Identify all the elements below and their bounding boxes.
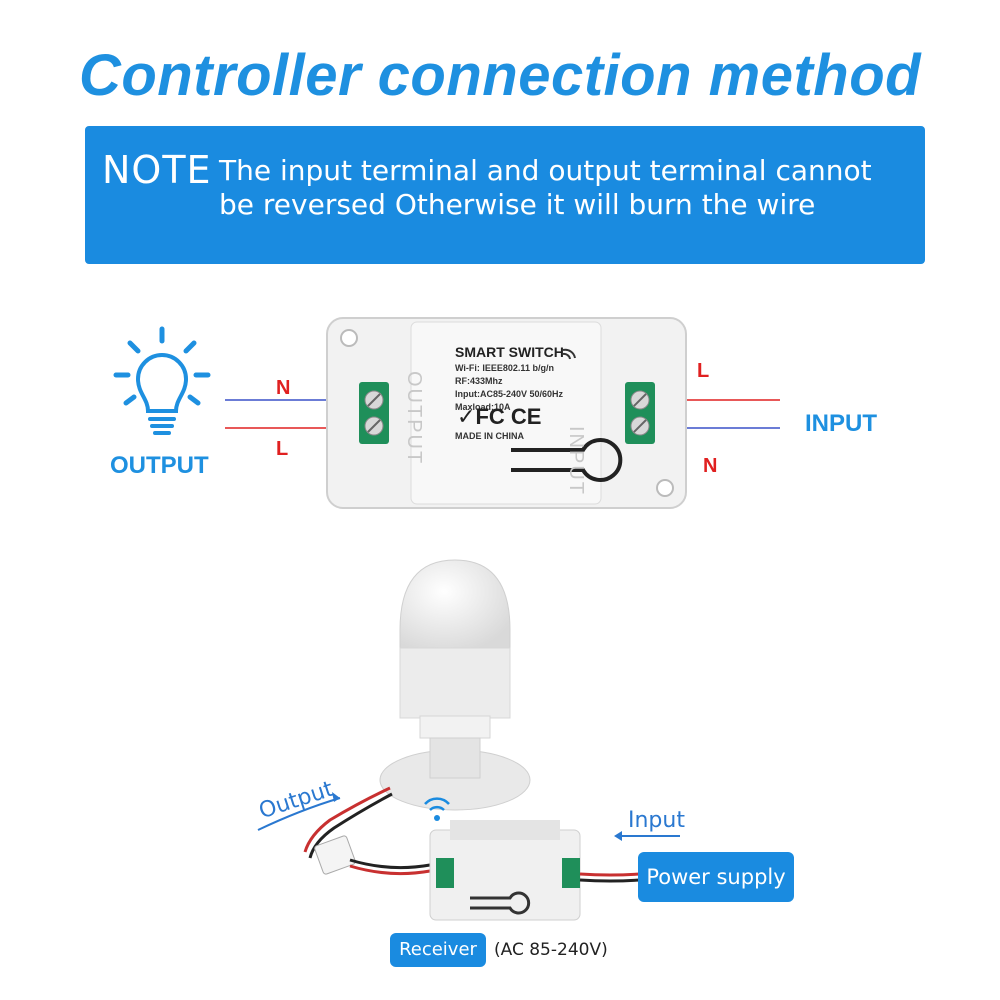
light-bulb-icon [113,326,211,435]
device-origin: MADE IN CHINA [455,431,524,441]
device-output-side-label: OUTPUT [403,371,425,466]
device-title: SMART SWITCH [455,344,564,360]
left-bottom-wire-label: L [276,438,289,460]
left-top-wire-label: N [276,377,291,399]
output-label: OUTPUT [110,452,209,479]
note-text: The input terminal and output terminal c… [219,154,872,221]
wireless-signal-icon [424,797,450,821]
input-label: INPUT [805,410,877,437]
photo-input-label: Input [628,808,685,833]
right-top-wire-label: L [697,360,710,382]
certification-marks: ✓FC CE [457,404,542,429]
power-supply-badge: Power supply [638,852,794,902]
device-spec-maxload: Maxload:10A [455,402,511,412]
smart-switch-device: SMART SWITCH Wi-Fi: IEEE802.11 b/g/n RF:… [325,316,688,510]
note-banner: NOTE The input terminal and output termi… [85,126,925,264]
device-spec-input: Input:AC85-240V 50/60Hz [455,389,564,399]
installation-photo [257,559,680,921]
check-mark-icon: ✓ [457,404,476,429]
right-bottom-wire-label: N [703,455,718,477]
page-title: Controller connection method [78,43,922,108]
device-spec-wifi: Wi-Fi: IEEE802.11 b/g/n [455,363,554,373]
device-spec-rf: RF:433Mhz [455,376,503,386]
wiring-lines [225,399,780,429]
device-input-side-label: INPUT [565,426,587,496]
wifi-icon [562,348,576,360]
note-label: NOTE [102,148,212,192]
receiver-badge: Receiver [390,933,486,967]
voltage-label: (AC 85-240V) [494,940,608,960]
